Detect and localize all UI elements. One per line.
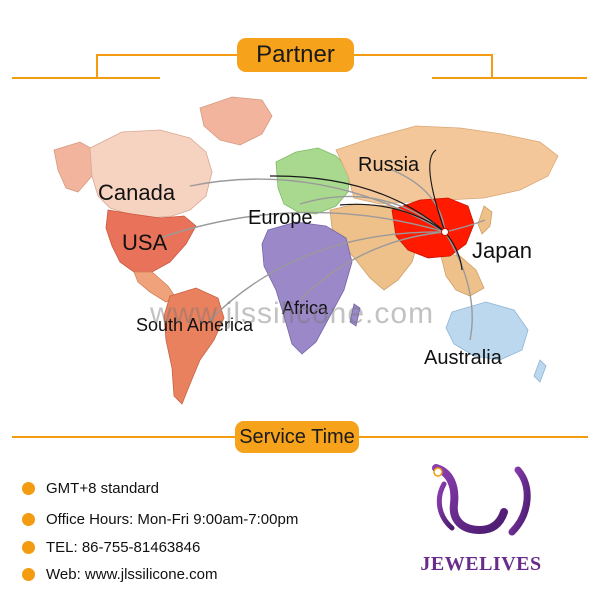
info-item-tel: TEL: 86-755-81463846 xyxy=(22,537,200,557)
label-south-america: South America xyxy=(136,315,254,335)
russia-region xyxy=(335,125,559,205)
partner-banner-left-drop xyxy=(96,54,98,78)
bullet-icon xyxy=(22,481,35,495)
jewelives-logo-icon xyxy=(432,464,531,536)
canada-region xyxy=(89,129,213,219)
world-map xyxy=(53,96,559,405)
partner-banner-right-drop xyxy=(491,54,493,78)
china-hub-dot xyxy=(441,228,449,236)
madagascar-region xyxy=(349,303,361,327)
bullet-icon xyxy=(22,567,35,581)
info-item-timezone: GMT+8 standard xyxy=(22,478,159,498)
watermark: www.jlssilicone.com xyxy=(150,297,435,330)
label-australia: Australia xyxy=(424,347,502,369)
partner-banner-right-top xyxy=(353,54,493,56)
label-africa: Africa xyxy=(282,298,329,318)
australia-region xyxy=(445,301,529,361)
new-zealand-region xyxy=(533,359,547,383)
partner-banner-left-top xyxy=(96,54,238,56)
label-europe: Europe xyxy=(248,207,313,229)
southeast-asia-region xyxy=(439,251,485,297)
alaska-region xyxy=(53,141,95,193)
service-banner-left xyxy=(12,436,236,438)
line-to-usa xyxy=(159,211,446,239)
bullet-icon xyxy=(22,512,35,526)
info-item-hours: Office Hours: Mon-Fri 9:00am-7:00pm xyxy=(22,509,298,529)
service-banner-right xyxy=(358,436,588,438)
label-usa: USA xyxy=(122,230,168,255)
connection-lines xyxy=(159,169,486,341)
bullet-icon xyxy=(22,540,35,554)
partner-title: Partner xyxy=(237,38,354,72)
info-text: TEL: 86-755-81463846 xyxy=(46,538,201,556)
info-text: Web: www.jlssilicone.com xyxy=(46,565,218,583)
info-text: Office Hours: Mon-Fri 9:00am-7:00pm xyxy=(46,510,299,528)
partner-banner-left-bottom xyxy=(12,77,160,79)
label-russia: Russia xyxy=(358,154,420,176)
label-japan: Japan xyxy=(472,238,532,263)
info-item-web: Web: www.jlssilicone.com xyxy=(22,564,217,584)
line-to-africa xyxy=(299,231,446,301)
brand-name: JEWELIVES xyxy=(420,553,542,575)
usa-region xyxy=(105,209,197,273)
line-to-japan xyxy=(444,219,486,233)
service-title: Service Time xyxy=(235,421,359,453)
line-to-australia xyxy=(444,231,473,341)
label-canada: Canada xyxy=(98,180,176,205)
line-to-russia xyxy=(391,169,446,233)
africa-region xyxy=(261,221,353,355)
info-text: GMT+8 standard xyxy=(46,479,159,497)
partner-banner-right-bottom xyxy=(432,77,587,79)
greenland-region xyxy=(199,96,273,146)
line-to-europe xyxy=(299,195,446,233)
line-to-south-america xyxy=(209,231,446,321)
south-america-region xyxy=(163,287,225,405)
